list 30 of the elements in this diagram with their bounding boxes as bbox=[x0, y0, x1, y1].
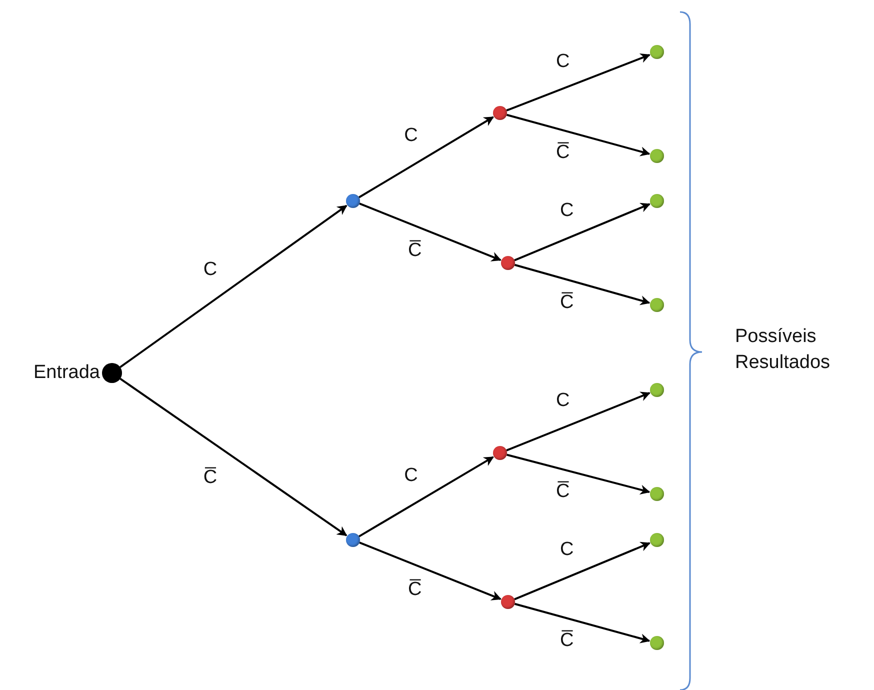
outcome-dot bbox=[650, 636, 664, 650]
outcome-dot bbox=[650, 383, 664, 397]
outcome-label: Possíveis Resultados bbox=[735, 325, 832, 375]
node-caption: Entrada bbox=[33, 362, 100, 384]
arrow bbox=[506, 114, 650, 156]
arrow bbox=[514, 202, 651, 262]
outcome-dot bbox=[650, 149, 664, 163]
arrow bbox=[514, 602, 650, 644]
outcome-dot bbox=[650, 298, 664, 312]
outcome-dot bbox=[650, 45, 664, 59]
outcome-dot bbox=[650, 533, 664, 547]
arrow bbox=[506, 454, 650, 495]
arrow bbox=[358, 456, 494, 538]
arrow bbox=[359, 542, 502, 600]
branch-dot bbox=[346, 194, 360, 208]
arrow bbox=[506, 54, 650, 112]
branch-dot bbox=[346, 533, 360, 547]
branch-dot bbox=[493, 446, 507, 460]
arrow bbox=[514, 264, 650, 306]
arrow bbox=[514, 542, 651, 600]
arrow bbox=[120, 204, 348, 368]
arrow bbox=[359, 202, 502, 262]
arrow bbox=[120, 378, 348, 536]
branch-dot bbox=[501, 595, 515, 609]
branch-dot bbox=[501, 256, 515, 270]
outcome-dot bbox=[650, 194, 664, 208]
outcome-dot bbox=[650, 487, 664, 501]
arrow bbox=[358, 116, 494, 198]
branch-dot bbox=[493, 106, 507, 120]
arrow bbox=[506, 392, 650, 452]
